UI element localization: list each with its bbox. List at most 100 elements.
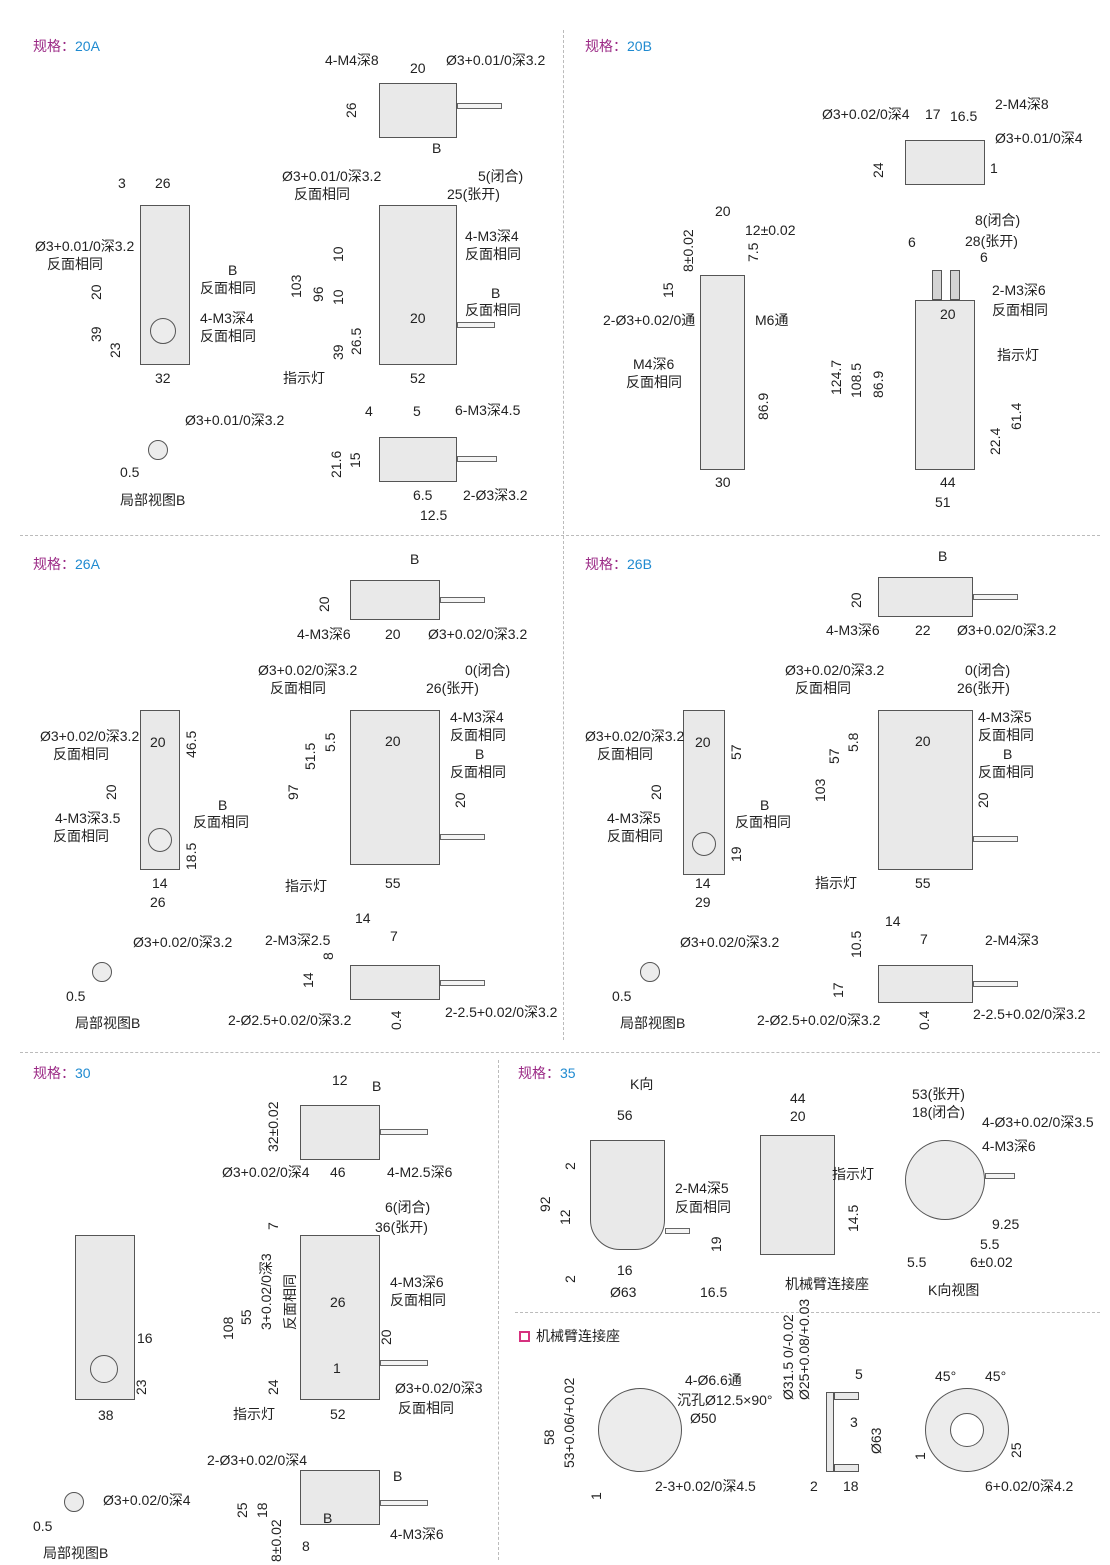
- dimension-label: 20: [410, 60, 426, 76]
- dimension-label: 14: [152, 875, 168, 891]
- dimension-label: Ø3+0.02/0深3.2: [957, 622, 1057, 638]
- dimension-label: 30: [715, 474, 731, 490]
- dimension-label: 反面相同: [294, 186, 350, 202]
- dimension-label: M6通: [755, 312, 789, 328]
- dimension-label: B: [760, 797, 770, 813]
- dimension-label: B: [410, 551, 420, 567]
- dimension-label: 20: [385, 626, 401, 642]
- dimension-label: 20: [695, 734, 711, 750]
- dimension-label: 6.5: [413, 487, 433, 503]
- dimension-label: 16: [137, 1330, 153, 1346]
- dimension-label: Ø3+0.01/0深3.2: [185, 412, 285, 428]
- dimension-label: 14: [885, 913, 901, 929]
- dimension-label: 25: [1008, 1442, 1024, 1458]
- dimension-label: 0.5: [66, 988, 86, 1004]
- spec-prefix: 规格：: [585, 556, 627, 572]
- dimension-label: 23: [133, 1379, 149, 1395]
- dimension-label: 92: [537, 1196, 553, 1212]
- dimension-label: Ø3+0.02/0深3.2: [258, 662, 358, 678]
- dimension-label: 3: [850, 1414, 858, 1430]
- gripper-top-view: [905, 140, 985, 185]
- dimension-label: 指示灯: [997, 347, 1039, 363]
- dimension-label: 反面相同: [992, 302, 1048, 318]
- dimension-label: 17: [925, 106, 941, 122]
- dimension-label: 26(张开): [426, 680, 479, 696]
- dimension-label: 6(闭合): [385, 1199, 431, 1215]
- dimension-label: 32: [155, 370, 171, 386]
- spec-prefix: 规格：: [33, 38, 75, 54]
- dimension-label: B: [372, 1078, 382, 1094]
- dimension-label: 20: [385, 733, 401, 749]
- dimension-label: 指示灯: [283, 370, 325, 386]
- dimension-label: 20: [452, 792, 468, 808]
- dimension-label: 39: [330, 344, 346, 360]
- dimension-label: 4-M2.5深6: [387, 1164, 453, 1180]
- dimension-label: 2-M4深3: [985, 932, 1039, 948]
- dimension-label: 2-M3深2.5: [265, 932, 331, 948]
- dimension-label: 2: [562, 1162, 578, 1170]
- gripper-top-view: [350, 580, 440, 620]
- dimension-label: 反面相同: [735, 814, 791, 830]
- dimension-label: 反面相同: [270, 680, 326, 696]
- dimension-label: 96: [310, 286, 326, 302]
- dimension-label: 反面相同: [47, 256, 103, 272]
- dimension-label: 55: [915, 875, 931, 891]
- dimension-label: 61.4: [1008, 402, 1024, 430]
- dimension-label: Ø3+0.02/0深4: [222, 1164, 310, 1180]
- dimension-label: 28(张开): [965, 233, 1018, 249]
- dimension-label: 5.5: [322, 732, 338, 752]
- dimension-label: Ø3+0.02/0深3.2: [133, 934, 233, 950]
- dimension-label: 26: [150, 894, 166, 910]
- dimension-label: 5(闭合): [478, 168, 524, 184]
- dimension-label: Ø3+0.02/0深3.2: [680, 934, 780, 950]
- dimension-label: B: [228, 262, 238, 278]
- dimension-label: 16.5: [950, 108, 978, 124]
- dimension-label: 7: [390, 928, 398, 944]
- spec-title-26a: 规格：26A: [33, 554, 100, 574]
- dimension-label: 4-M3深6: [390, 1526, 444, 1542]
- dimension-label: 0.5: [33, 1518, 53, 1534]
- dimension-label: B: [218, 797, 228, 813]
- dimension-label: 58: [541, 1429, 557, 1445]
- dimension-label: Ø3+0.01/0深3.2: [446, 52, 546, 68]
- spec-prefix: 规格：: [585, 38, 627, 54]
- dimension-label: K向视图: [928, 1282, 980, 1298]
- dimension-label: 反面相同: [450, 727, 506, 743]
- dimension-label: 沉孔Ø12.5×90°: [677, 1392, 773, 1408]
- dimension-label: Ø3+0.01/0深4: [995, 130, 1083, 146]
- dimension-label: 26(张开): [957, 680, 1010, 696]
- dimension-label: 4-M4深8: [325, 52, 379, 68]
- dimension-label: 108.5: [848, 362, 864, 398]
- dimension-label: 0.4: [916, 1010, 932, 1030]
- dimension-label: 指示灯: [233, 1406, 275, 1422]
- spec-value: 26A: [75, 556, 100, 572]
- dimension-label: 7: [920, 931, 928, 947]
- dimension-label: 26: [330, 1294, 346, 1310]
- dimension-label: 20: [790, 1108, 806, 1124]
- dimension-label: 18.5: [183, 842, 199, 870]
- dimension-label: 124.7: [828, 359, 844, 395]
- dimension-label: 14: [355, 910, 371, 926]
- dimension-label: 18(闭合): [912, 1104, 965, 1120]
- dimension-label: 20: [975, 792, 991, 808]
- dimension-label: 2-Ø3深3.2: [463, 487, 528, 503]
- spec-prefix: 规格：: [518, 1065, 560, 1081]
- cable: [457, 103, 502, 109]
- dimension-label: 2-3+0.02/0深4.5: [655, 1478, 756, 1494]
- dimension-label: 24: [870, 162, 886, 178]
- dimension-label: 20: [848, 592, 864, 608]
- gripper-front-view: [878, 710, 973, 870]
- cable: [440, 834, 485, 840]
- port-circle: [150, 318, 176, 344]
- dimension-label: 8: [302, 1538, 310, 1554]
- dimension-label: 4-M3深5: [607, 810, 661, 826]
- dimension-label: 45°: [985, 1368, 1007, 1384]
- dimension-label: 26: [343, 102, 359, 118]
- cable: [380, 1360, 428, 1366]
- dimension-label: 2-2.5+0.02/0深3.2: [973, 1006, 1086, 1022]
- cable: [440, 980, 485, 986]
- dimension-label: 指示灯: [832, 1166, 874, 1182]
- dimension-label: 12±0.02: [745, 222, 796, 238]
- dimension-label: 2-M4深8: [995, 96, 1049, 112]
